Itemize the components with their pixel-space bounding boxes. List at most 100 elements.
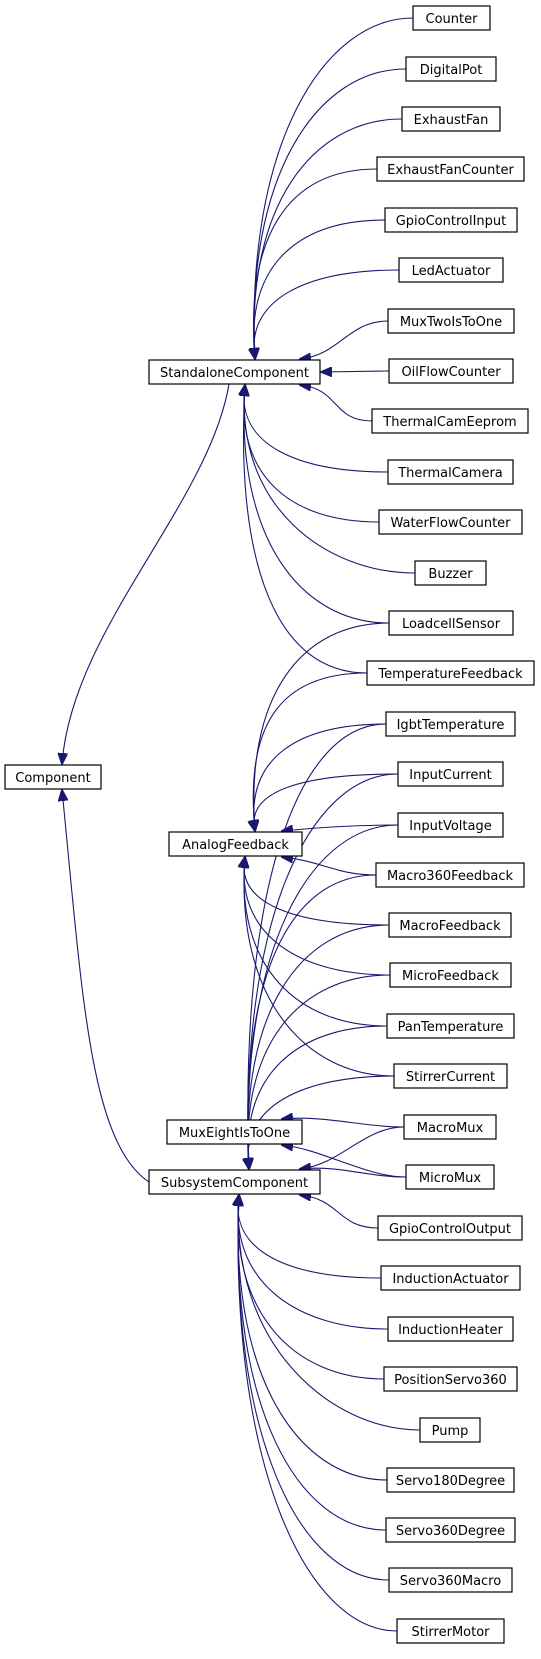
node-exhaustfan[interactable]: ExhaustFan (401, 106, 501, 132)
node-tempfeedback[interactable]: TemperatureFeedback (366, 660, 535, 686)
node-box (385, 711, 516, 737)
node-label: StandaloneComponent (160, 366, 309, 381)
edge-macro360fb-to-subsystem (248, 874, 377, 1169)
node-box (384, 207, 518, 233)
node-box (387, 459, 514, 485)
node-box (166, 1119, 303, 1145)
node-label: PositionServo360 (394, 1373, 507, 1388)
edge-macromux-to-subsystem (300, 1126, 405, 1169)
node-inductionactuator[interactable]: InductionActuator (380, 1265, 521, 1291)
node-analog[interactable]: AnalogFeedback (168, 831, 303, 857)
node-box (396, 1618, 505, 1644)
edge-stirrercurrent-to-analog (244, 857, 395, 1077)
edge-macro360fb-to-analog (282, 857, 377, 876)
node-ledactuator[interactable]: LedActuator (398, 257, 504, 283)
node-gpiocontroloutput[interactable]: GpioControlOutput (377, 1215, 523, 1241)
node-standalone[interactable]: StandaloneComponent (148, 359, 321, 385)
edge-waterflow-to-standalone (244, 385, 380, 523)
node-buzzer[interactable]: Buzzer (414, 560, 487, 586)
edge-digitalpot-to-standalone (254, 68, 407, 359)
node-pump[interactable]: Pump (419, 1417, 481, 1443)
edge-inductionactuator-to-subsystem (238, 1195, 382, 1279)
node-macromux[interactable]: MacroMux (403, 1114, 497, 1140)
edge-igbt-to-analog (254, 723, 387, 831)
node-inductionheater[interactable]: InductionHeater (387, 1316, 514, 1342)
node-muxtwo[interactable]: MuxTwoIsToOne (387, 308, 515, 334)
node-label: ThermalCamEeprom (382, 415, 516, 430)
edge-positionservo360-to-subsystem (238, 1195, 385, 1380)
edge-gpiocontrolinput-to-standalone (254, 219, 386, 359)
edge-ledactuator-to-standalone (254, 269, 400, 359)
node-muxeight[interactable]: MuxEightIsToOne (166, 1119, 303, 1145)
node-label: Servo360Degree (396, 1524, 505, 1539)
node-box (388, 912, 512, 938)
edge-stirrercurrent-to-subsystem (248, 1075, 395, 1169)
node-inputcurrent[interactable]: InputCurrent (397, 761, 504, 787)
node-counter[interactable]: Counter (412, 5, 491, 31)
node-box (389, 962, 512, 988)
edge-counter-to-standalone (254, 17, 414, 359)
node-box (387, 1316, 514, 1342)
node-label: Buzzer (428, 567, 473, 582)
node-loadcell[interactable]: LoadcellSensor (388, 610, 514, 636)
node-label: InputVoltage (409, 819, 491, 834)
node-label: StirrerMotor (411, 1625, 490, 1640)
edge-tempfeedback-to-analog (253, 672, 368, 831)
node-label: Macro360Feedback (387, 869, 514, 884)
node-servo360[interactable]: Servo360Degree (385, 1517, 516, 1543)
node-waterflow[interactable]: WaterFlowCounter (378, 509, 523, 535)
node-box (397, 761, 504, 787)
node-label: Counter (426, 12, 479, 27)
node-label: SubsystemComponent (161, 1176, 308, 1191)
node-label: DigitalPot (420, 63, 483, 78)
node-box (401, 106, 501, 132)
node-box (387, 308, 515, 334)
node-box (376, 156, 525, 182)
node-thermalcameeprom[interactable]: ThermalCamEeprom (371, 408, 529, 434)
node-box (403, 1114, 497, 1140)
node-label: LoadcellSensor (402, 617, 501, 632)
node-stirrermotor[interactable]: StirrerMotor (396, 1618, 505, 1644)
node-label: LedActuator (412, 264, 491, 279)
edges-layer (62, 17, 421, 1632)
node-box (380, 1265, 521, 1291)
node-macrofb[interactable]: MacroFeedback (388, 912, 512, 938)
node-gpiocontrolinput[interactable]: GpioControlInput (384, 207, 518, 233)
node-label: Component (15, 771, 90, 786)
node-box (168, 831, 303, 857)
node-box (383, 1366, 518, 1392)
edge-micromux-to-subsystem (300, 1168, 407, 1178)
node-box (398, 257, 504, 283)
node-stirrercurrent[interactable]: StirrerCurrent (393, 1063, 508, 1089)
edge-subsystem-to-component (62, 790, 150, 1183)
node-microfb[interactable]: MicroFeedback (389, 962, 512, 988)
edge-loadcell-to-analog (254, 622, 390, 831)
node-pantemp[interactable]: PanTemperature (386, 1013, 515, 1039)
node-thermalcamera[interactable]: ThermalCamera (387, 459, 514, 485)
node-subsystem[interactable]: SubsystemComponent (148, 1169, 321, 1195)
node-component[interactable]: Component (4, 764, 102, 790)
node-servo180[interactable]: Servo180Degree (386, 1467, 515, 1493)
node-label: AnalogFeedback (182, 838, 289, 853)
node-box (397, 812, 504, 838)
node-positionservo360[interactable]: PositionServo360 (383, 1366, 518, 1392)
node-box (412, 5, 491, 31)
edge-inputvoltage-to-subsystem (248, 824, 399, 1169)
edge-standalone-to-component (62, 383, 230, 764)
node-box (371, 408, 529, 434)
node-exhaustfancounter[interactable]: ExhaustFanCounter (376, 156, 525, 182)
node-servo360macro[interactable]: Servo360Macro (388, 1567, 513, 1593)
node-oilflow[interactable]: OilFlowCounter (388, 358, 514, 384)
node-macro360fb[interactable]: Macro360Feedback (375, 862, 525, 888)
node-label: IgbtTemperature (397, 718, 505, 733)
edge-exhaustfan-to-standalone (254, 118, 403, 359)
node-digitalpot[interactable]: DigitalPot (405, 56, 497, 82)
node-micromux[interactable]: MicroMux (405, 1164, 495, 1190)
edge-loadcell-to-standalone (244, 385, 390, 624)
edge-inputcurrent-to-analog (254, 773, 399, 831)
node-box (388, 358, 514, 384)
node-label: Servo180Degree (396, 1474, 505, 1489)
node-inputvoltage[interactable]: InputVoltage (397, 812, 504, 838)
node-label: InputCurrent (409, 768, 492, 783)
node-igbt[interactable]: IgbtTemperature (385, 711, 516, 737)
